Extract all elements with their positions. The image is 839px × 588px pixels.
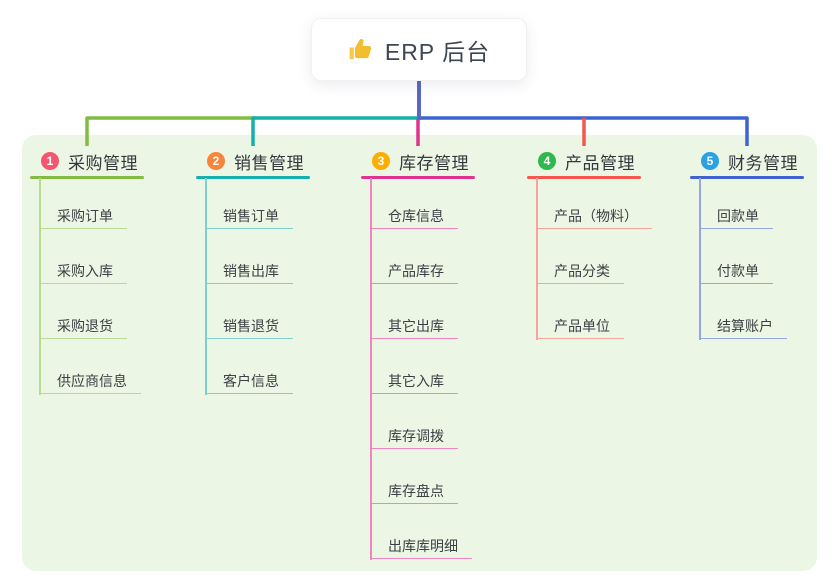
branch-item[interactable]: 供应商信息 bbox=[39, 366, 141, 394]
branch-item[interactable]: 结算账户 bbox=[699, 311, 787, 339]
branch-label: 财务管理 bbox=[728, 153, 798, 173]
branch-item[interactable]: 采购入库 bbox=[39, 256, 127, 284]
branch-item[interactable]: 销售出库 bbox=[205, 256, 293, 284]
mindmap-panel bbox=[22, 135, 817, 571]
branch-4: 4 产品管理产品（物料） 产品分类产品单位 bbox=[527, 148, 702, 588]
connector-branch-5 bbox=[419, 116, 749, 146]
branch-connector-line bbox=[205, 178, 207, 395]
branch-label: 库存管理 bbox=[399, 153, 469, 173]
branch-number-badge: 2 bbox=[207, 152, 225, 170]
branch-item[interactable]: 其它入库 bbox=[370, 366, 458, 394]
connector-branch-1 bbox=[85, 116, 255, 146]
branch-item[interactable]: 库存盘点 bbox=[370, 476, 458, 504]
branch-item[interactable]: 其它出库 bbox=[370, 311, 458, 339]
branch-underline bbox=[196, 176, 310, 179]
branch-item[interactable]: 客户信息 bbox=[205, 366, 293, 394]
branch-item[interactable]: 销售退货 bbox=[205, 311, 293, 339]
branch-3: 3 库存管理仓库信息产品库存其它出库其它入库库存调拨库存盘点出库库明细 bbox=[361, 148, 536, 588]
branch-item[interactable]: 产品分类 bbox=[536, 256, 624, 284]
branch-connector-line bbox=[536, 178, 538, 340]
branch-header-1[interactable]: 1 采购管理 bbox=[30, 148, 205, 174]
branch-header-2[interactable]: 2 销售管理 bbox=[196, 148, 371, 174]
branch-1: 1 采购管理采购订单采购入库采购退货供应商信息 bbox=[30, 148, 205, 588]
branch-item[interactable]: 付款单 bbox=[699, 256, 773, 284]
branch-item[interactable]: 销售订单 bbox=[205, 201, 293, 229]
branch-item[interactable]: 出库库明细 bbox=[370, 531, 472, 559]
branch-underline bbox=[690, 176, 804, 179]
branch-label: 销售管理 bbox=[234, 153, 304, 173]
root-title: ERP 后台 bbox=[384, 38, 491, 65]
branch-connector-line bbox=[39, 178, 41, 395]
branch-item[interactable]: 仓库信息 bbox=[370, 201, 458, 229]
branch-label: 产品管理 bbox=[565, 153, 635, 173]
branch-item[interactable]: 产品（物料） bbox=[536, 201, 652, 229]
branch-header-5[interactable]: 5 财务管理 bbox=[690, 148, 839, 174]
branch-underline bbox=[527, 176, 641, 179]
connector-branch-2 bbox=[251, 116, 419, 146]
thumbs-up-icon bbox=[349, 38, 372, 59]
branch-item[interactable]: 回款单 bbox=[699, 201, 773, 229]
branch-number-badge: 3 bbox=[372, 152, 390, 170]
branch-item[interactable]: 采购退货 bbox=[39, 311, 127, 339]
branch-item[interactable]: 库存调拨 bbox=[370, 421, 458, 449]
branch-number-badge: 4 bbox=[538, 152, 556, 170]
branch-number-badge: 1 bbox=[41, 152, 59, 170]
branch-5: 5 财务管理回款单付款单结算账户 bbox=[690, 148, 839, 588]
branch-item[interactable]: 产品库存 bbox=[370, 256, 458, 284]
branch-header-4[interactable]: 4 产品管理 bbox=[527, 148, 702, 174]
branch-connector-line bbox=[370, 178, 372, 560]
branch-2: 2 销售管理销售订单销售出库销售退货客户信息 bbox=[196, 148, 371, 588]
root-node[interactable]: ERP 后台 bbox=[311, 18, 527, 81]
branch-underline bbox=[30, 176, 144, 179]
branch-connector-line bbox=[699, 178, 701, 340]
branch-underline bbox=[361, 176, 475, 179]
branch-number-badge: 5 bbox=[701, 152, 719, 170]
branch-label: 采购管理 bbox=[68, 153, 138, 173]
branch-item[interactable]: 采购订单 bbox=[39, 201, 127, 229]
branch-header-3[interactable]: 3 库存管理 bbox=[361, 148, 536, 174]
branch-item[interactable]: 产品单位 bbox=[536, 311, 624, 339]
